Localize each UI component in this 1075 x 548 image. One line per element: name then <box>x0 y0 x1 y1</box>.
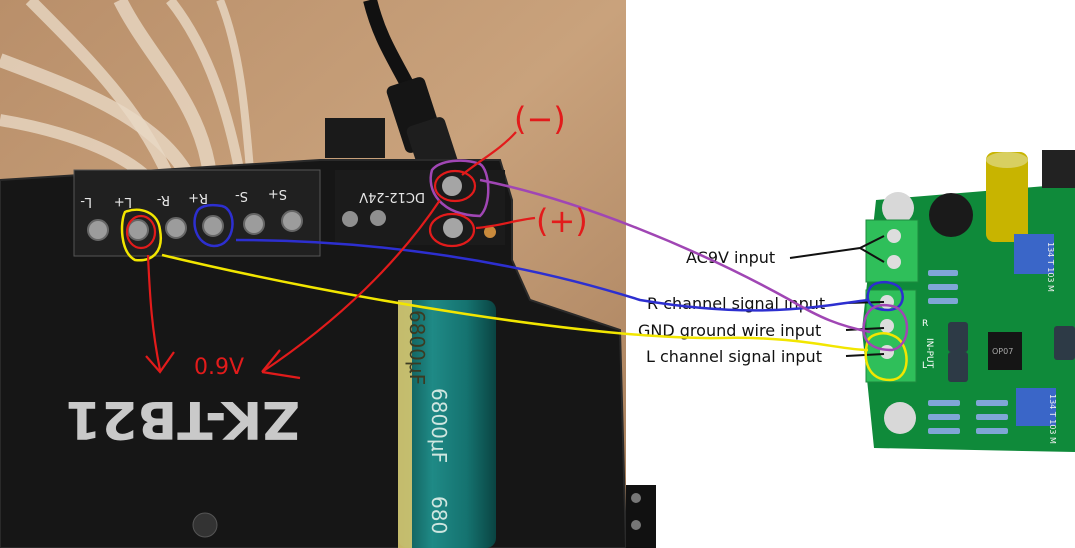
pin-label-s-plus: S+ <box>268 186 287 201</box>
ic-text: OP07 <box>992 347 1013 356</box>
capacitor-text-bottom: 680 <box>427 496 451 534</box>
silkscreen-l: L <box>922 361 927 371</box>
pin-label-r-minus: R- <box>156 192 170 207</box>
capacitor-text-top: 6800μF <box>405 310 429 385</box>
trimmer-text-top: 134 T 103 M <box>1046 242 1055 292</box>
model-label: ZK-TB21 <box>65 389 300 449</box>
preamp-board-photo: 134 T 103 M 134 T 103 M OP07 <box>626 150 1075 548</box>
pin-label-l-plus: L+ <box>114 194 132 209</box>
preamp-board-panel: 134 T 103 M 134 T 103 M OP07 <box>626 0 1075 548</box>
power-label: DC12-24V <box>359 189 425 204</box>
pin-label-s-minus: S- <box>235 188 248 203</box>
clear-cables <box>0 0 254 185</box>
pin-label-r-plus: R+ <box>188 190 208 205</box>
amplifier-board-photo: L- L+ R- R+ S- S+ DC12-24V ZK-TB21 6800μ… <box>0 0 626 548</box>
capacitor: 6800μF 6800μF 680 <box>398 300 496 548</box>
silkscreen-r: R <box>922 319 928 329</box>
silkscreen-input: IN-PUT <box>924 338 934 369</box>
pin-label-l-minus: L- <box>80 194 92 209</box>
capacitor-text-mid: 6800μF <box>427 388 451 463</box>
trimmer-text-bottom: 134 T 103 M <box>1048 394 1057 444</box>
